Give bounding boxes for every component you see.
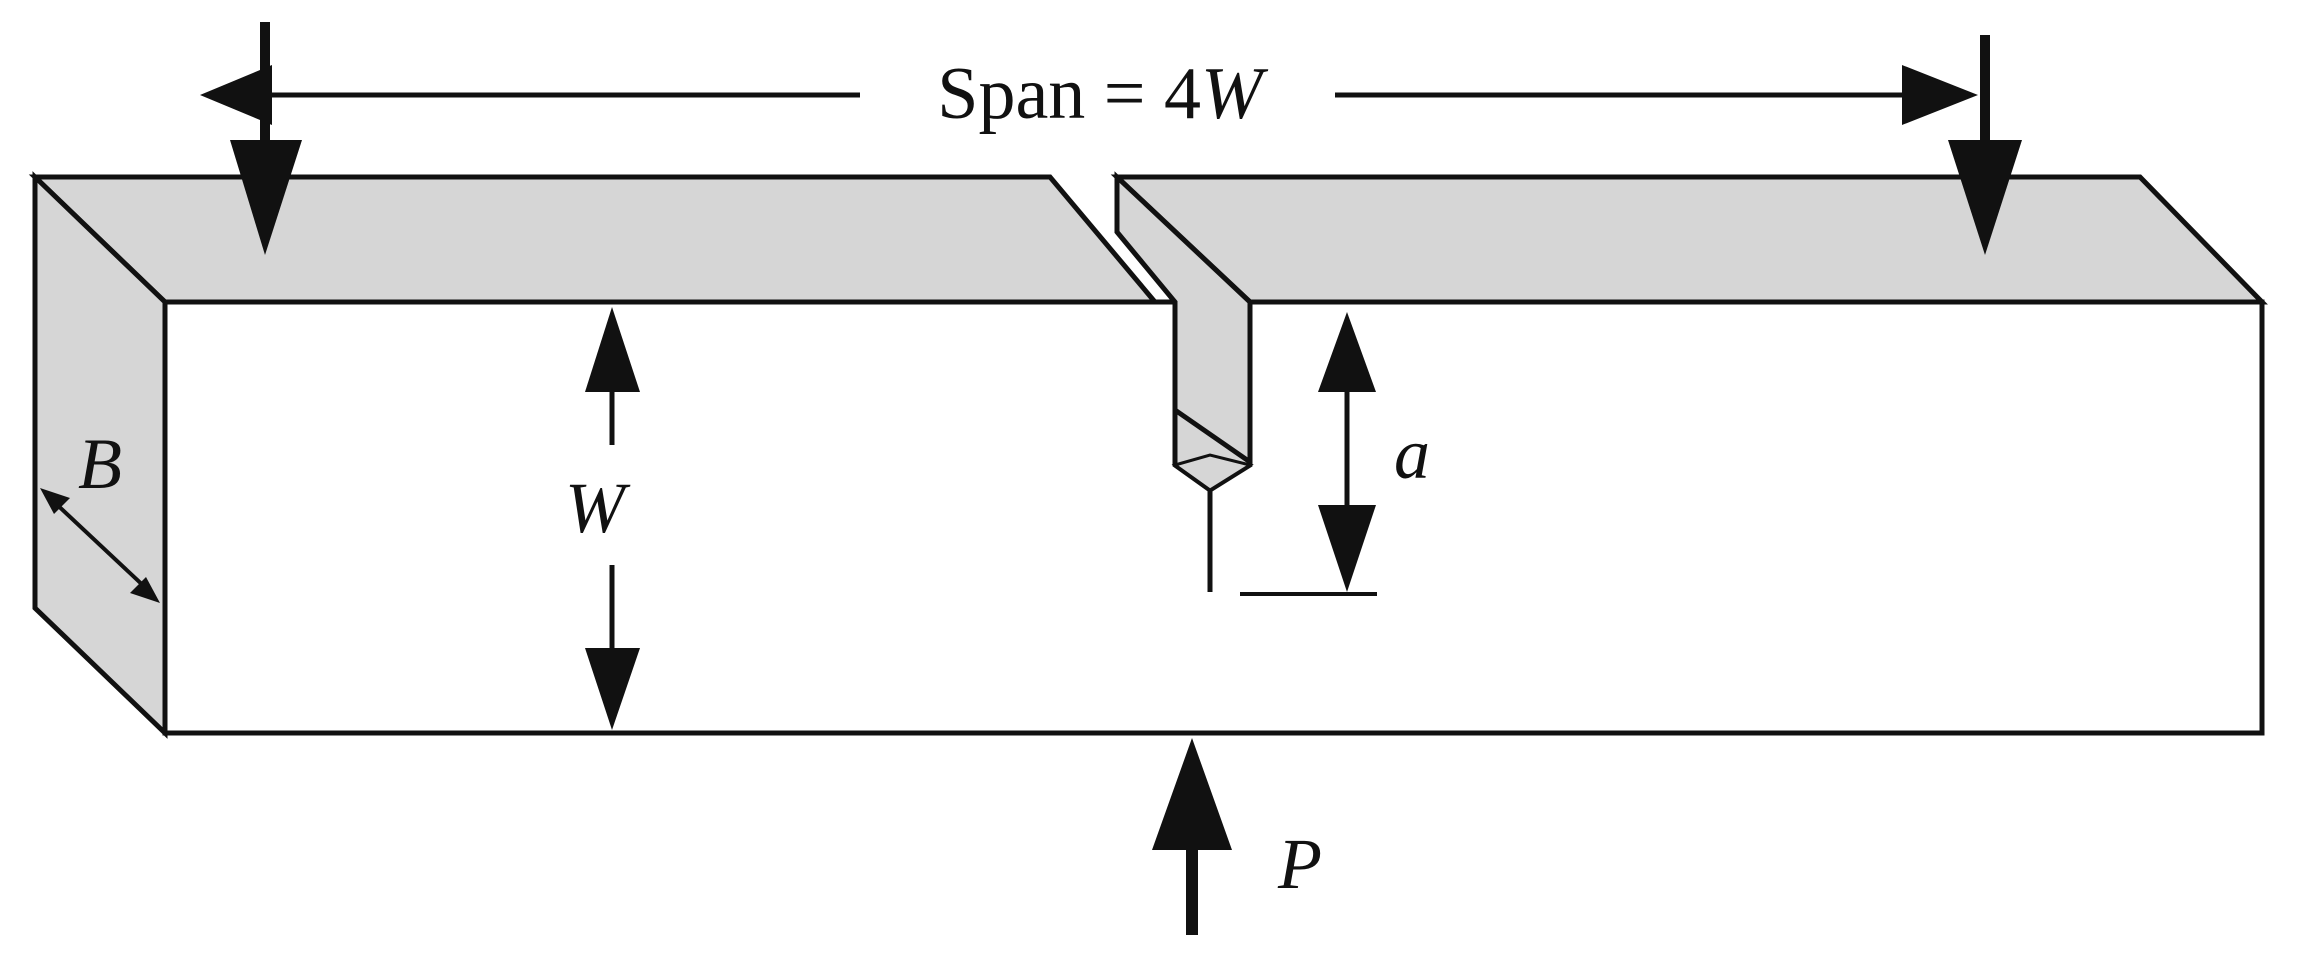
depth-arrowhead-up: [585, 307, 640, 392]
breadth-arrowhead-lower: [130, 577, 160, 603]
notch-diagonal: [1173, 407, 1252, 465]
crack-label: a: [1394, 414, 1430, 494]
beam-top-face-right: [1110, 174, 2268, 305]
span-arrowhead-left: [200, 65, 272, 125]
load-arrowhead: [1152, 738, 1232, 850]
support-arrowhead-left: [230, 140, 302, 255]
crack-arrowhead-up: [1318, 312, 1376, 392]
depth-label: W: [565, 468, 631, 548]
crack-arrowhead-down: [1318, 505, 1376, 592]
load-label: P: [1277, 824, 1322, 904]
span-label: Span = 4W: [937, 53, 1269, 135]
depth-arrowhead-down: [585, 648, 640, 730]
breadth-arrowhead-upper: [40, 488, 70, 514]
breadth-line: [50, 498, 150, 592]
breadth-label: B: [78, 424, 122, 504]
notch-tip: [1171, 453, 1254, 492]
support-arrowhead-right: [1948, 140, 2022, 255]
beam-top-face-left: [28, 174, 1161, 305]
span-arrowhead-right: [1902, 65, 1978, 125]
